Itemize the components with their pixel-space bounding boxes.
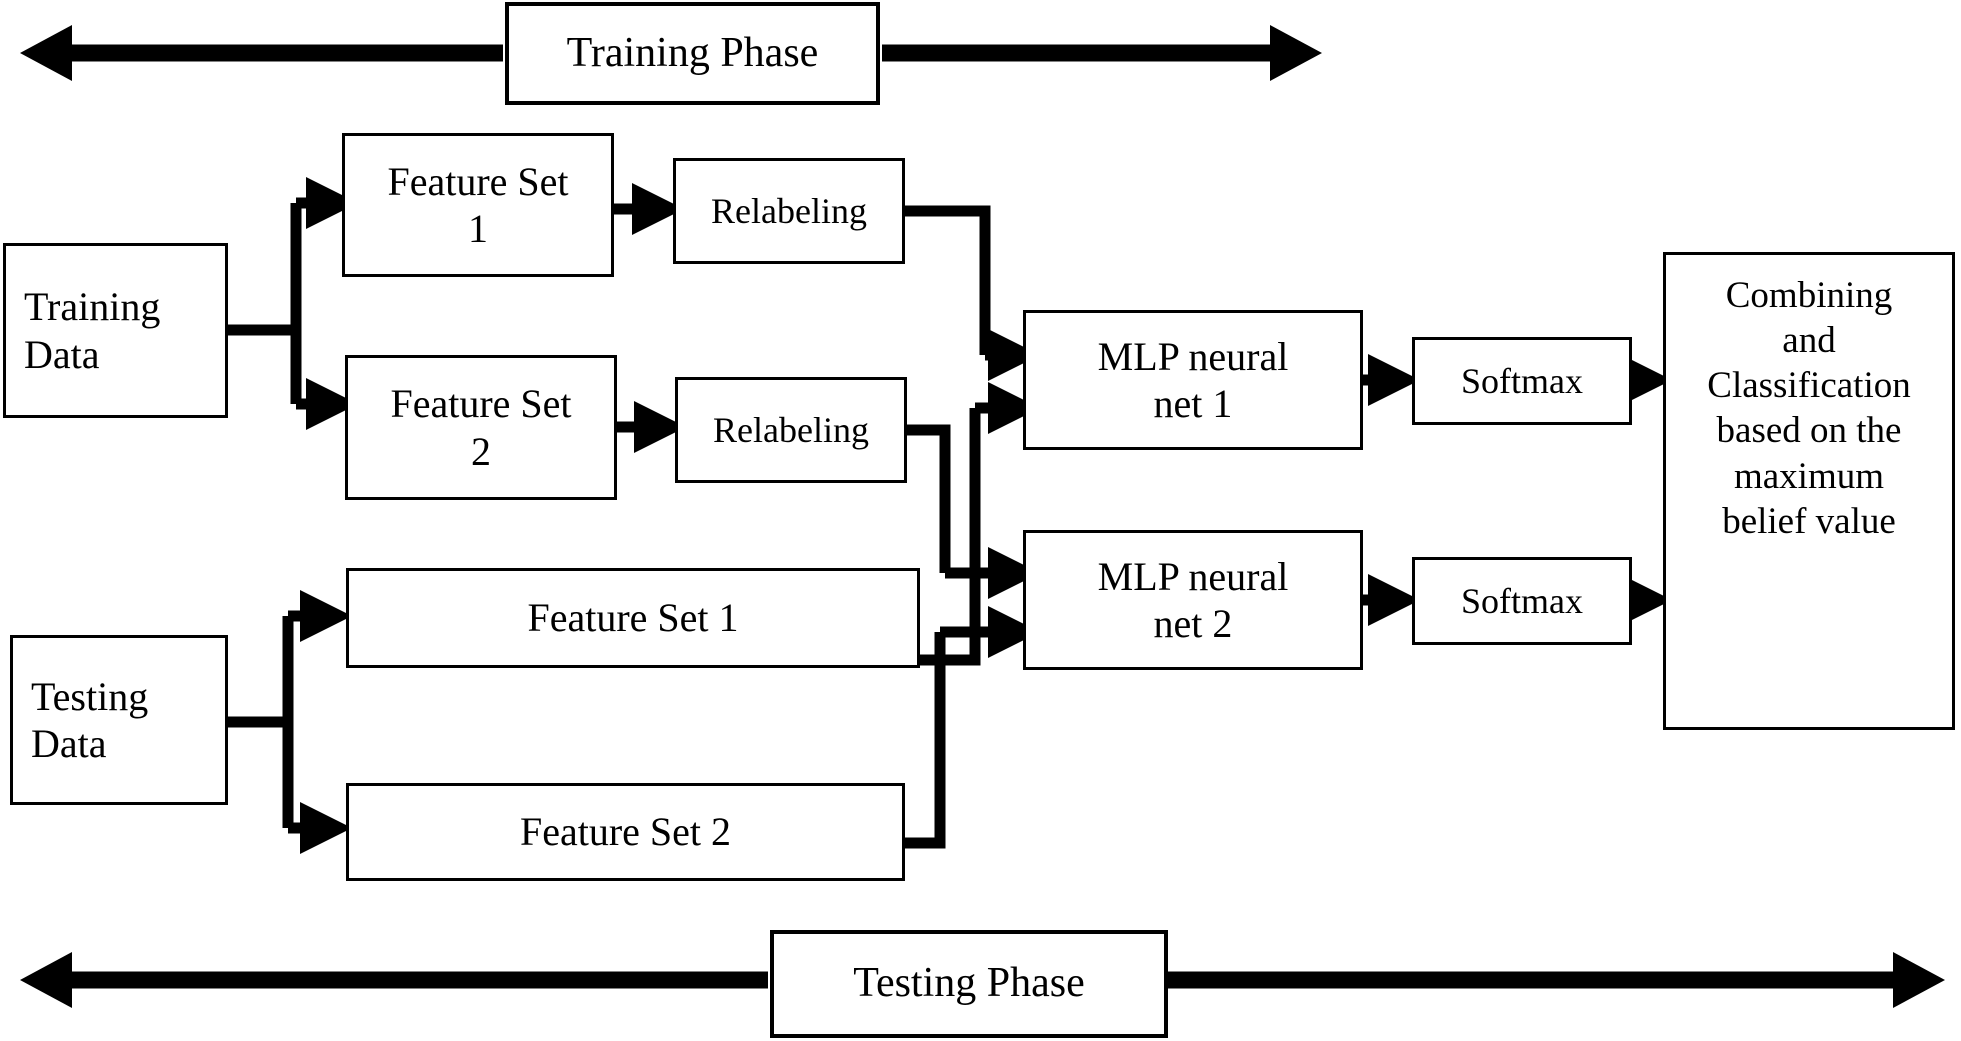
mlp-neural-net-1-label: MLP neural net 1	[1097, 333, 1289, 426]
edge-softmax1-combining	[1628, 358, 1672, 402]
training-phase-arrow-left	[20, 25, 503, 81]
node-testing-feature-set-2: Feature Set 2	[346, 783, 905, 881]
edge-mlp1-softmax1	[1363, 354, 1420, 406]
training-feature-set-1-label: Feature Set 1	[387, 158, 569, 251]
softmax-2-label: Softmax	[1461, 580, 1583, 621]
node-softmax-1: Softmax	[1412, 337, 1632, 425]
softmax-1-label: Softmax	[1461, 360, 1583, 401]
training-data-label: Training Data	[24, 284, 161, 377]
mlp-neural-net-2-label: MLP neural net 2	[1097, 553, 1289, 646]
node-training-feature-set-2: Feature Set 2	[345, 355, 617, 500]
training-phase-banner: Training Phase	[505, 2, 880, 105]
node-softmax-2: Softmax	[1412, 557, 1632, 645]
relabeling-1-label: Relabeling	[711, 190, 867, 231]
node-mlp-neural-net-2: MLP neural net 2	[1023, 530, 1363, 670]
node-testing-feature-set-1: Feature Set 1	[346, 568, 920, 668]
training-feature-set-2-label: Feature Set 2	[390, 381, 572, 474]
testing-feature-set-2-label: Feature Set 2	[519, 809, 732, 855]
combining-classification-label: Combining and Classification based on th…	[1707, 275, 1911, 542]
testing-phase-arrow-left	[20, 952, 768, 1008]
testing-phase-arrow-right	[1168, 952, 1945, 1008]
edge-softmax2-combining	[1628, 578, 1672, 622]
relabeling-2-label: Relabeling	[713, 409, 869, 450]
node-combining-classification: Combining and Classification based on th…	[1663, 252, 1955, 730]
node-mlp-neural-net-1: MLP neural net 1	[1023, 310, 1363, 450]
node-relabeling-1: Relabeling	[673, 158, 905, 264]
testing-phase-banner: Testing Phase	[770, 930, 1168, 1038]
training-phase-label: Training Phase	[566, 29, 819, 76]
edge-testing-fs1-mlp1	[920, 382, 1040, 666]
testing-phase-label: Testing Phase	[853, 960, 1085, 1007]
training-phase-arrow-right	[882, 25, 1322, 81]
testing-feature-set-1-label: Feature Set 1	[527, 595, 739, 641]
node-relabeling-2: Relabeling	[675, 377, 907, 483]
edge-testing-data-split	[228, 590, 352, 854]
node-training-feature-set-1: Feature Set 1	[342, 133, 614, 277]
edge-training-data-split	[228, 177, 358, 430]
edge-relabeling1-mlp1	[905, 205, 1040, 381]
edge-testing-fs2-mlp2	[905, 606, 1040, 849]
edge-fs2-relabeling2	[617, 401, 686, 453]
node-testing-data: Testing Data	[10, 635, 228, 805]
edge-fs1-relabeling1	[614, 183, 684, 235]
testing-data-label: Testing Data	[31, 673, 149, 766]
node-training-data: Training Data	[3, 243, 228, 418]
edge-mlp2-softmax2	[1363, 574, 1420, 626]
